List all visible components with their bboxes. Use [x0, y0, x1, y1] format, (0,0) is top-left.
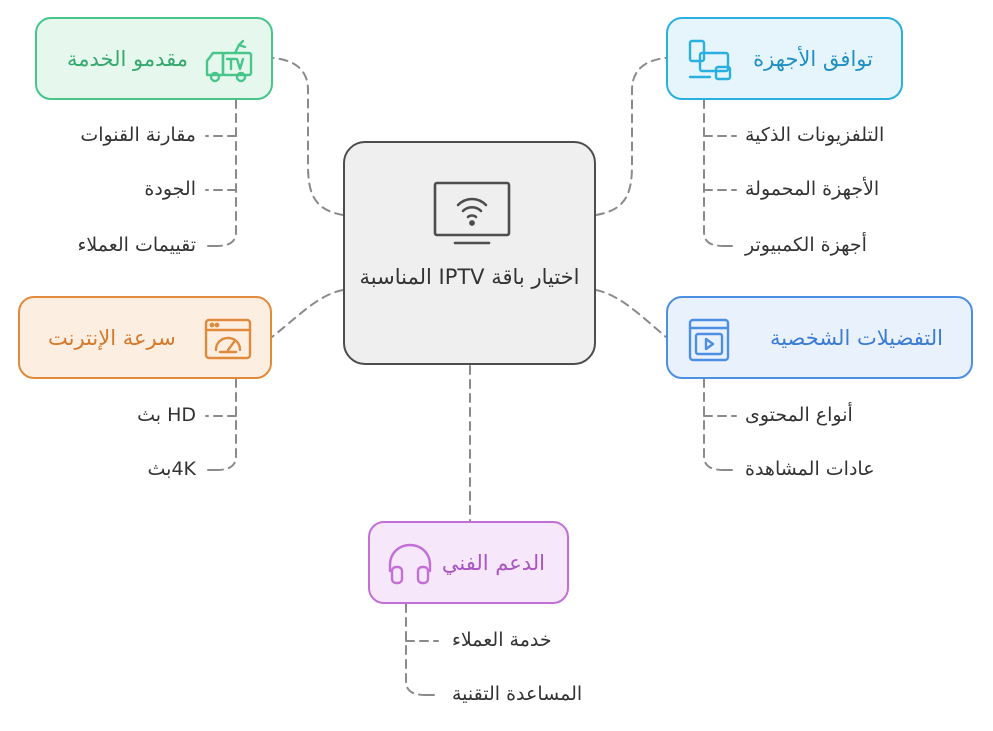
leaf-content-types: أنواع المحتوى: [745, 404, 853, 426]
branch-speed-title: سرعة الإنترنت: [48, 326, 176, 350]
link-prefs: [595, 289, 667, 338]
leaf-customer-reviews: تقييمات العملاء: [77, 234, 196, 256]
leaf-quality: الجودة: [144, 178, 196, 200]
link-speed-trunk: [215, 378, 237, 471]
link-prefs-trunk: [703, 378, 725, 471]
devices-icon: [688, 39, 732, 81]
link-devices-trunk: [703, 99, 725, 247]
leaf-technical-help: المساعدة التقنية: [452, 683, 583, 705]
branch-speed: سرعة الإنترنت: [18, 296, 272, 379]
tv-van-icon: [205, 39, 253, 83]
video-player-icon: [688, 318, 730, 362]
leaf-4k-streaming: 4Kبث: [147, 458, 196, 480]
branch-preferences: التفضيلات الشخصية: [666, 296, 973, 379]
branch-support: الدعم الفني: [368, 521, 569, 604]
leaf-customer-service: خدمة العملاء: [452, 629, 552, 651]
headphones-icon: [388, 543, 432, 585]
leaf-smart-tvs: التلفزيونات الذكية: [745, 124, 885, 146]
branch-support-title: الدعم الفني: [441, 551, 545, 575]
branch-devices: توافق الأجهزة: [666, 17, 903, 100]
speedometer-window-icon: [204, 318, 252, 360]
leaf-channels-comparison: مقارنة القنوات: [80, 124, 196, 146]
link-speed: [271, 289, 344, 338]
leaf-hd-streaming: HD بث: [137, 404, 196, 426]
link-providers-trunk: [215, 99, 237, 247]
leaf-viewing-habits: عادات المشاهدة: [745, 458, 875, 480]
center-title: اختيار باقة IPTV المناسبة: [359, 265, 580, 289]
wifi-monitor-icon: [433, 181, 511, 245]
branch-providers-title: مقدمو الخدمة: [67, 47, 188, 71]
branch-preferences-title: التفضيلات الشخصية: [769, 326, 943, 350]
branch-devices-title: توافق الأجهزة: [753, 47, 873, 71]
link-providers: [272, 57, 344, 216]
link-devices: [595, 57, 667, 216]
leaf-mobile-devices: الأجهزة المحمولة: [745, 178, 880, 200]
branch-providers: مقدمو الخدمة: [35, 17, 273, 100]
center-node: اختيار باقة IPTV المناسبة: [343, 141, 596, 365]
link-support-trunk: [405, 603, 427, 696]
leaf-computers: أجهزة الكمبيوتر: [745, 234, 867, 256]
